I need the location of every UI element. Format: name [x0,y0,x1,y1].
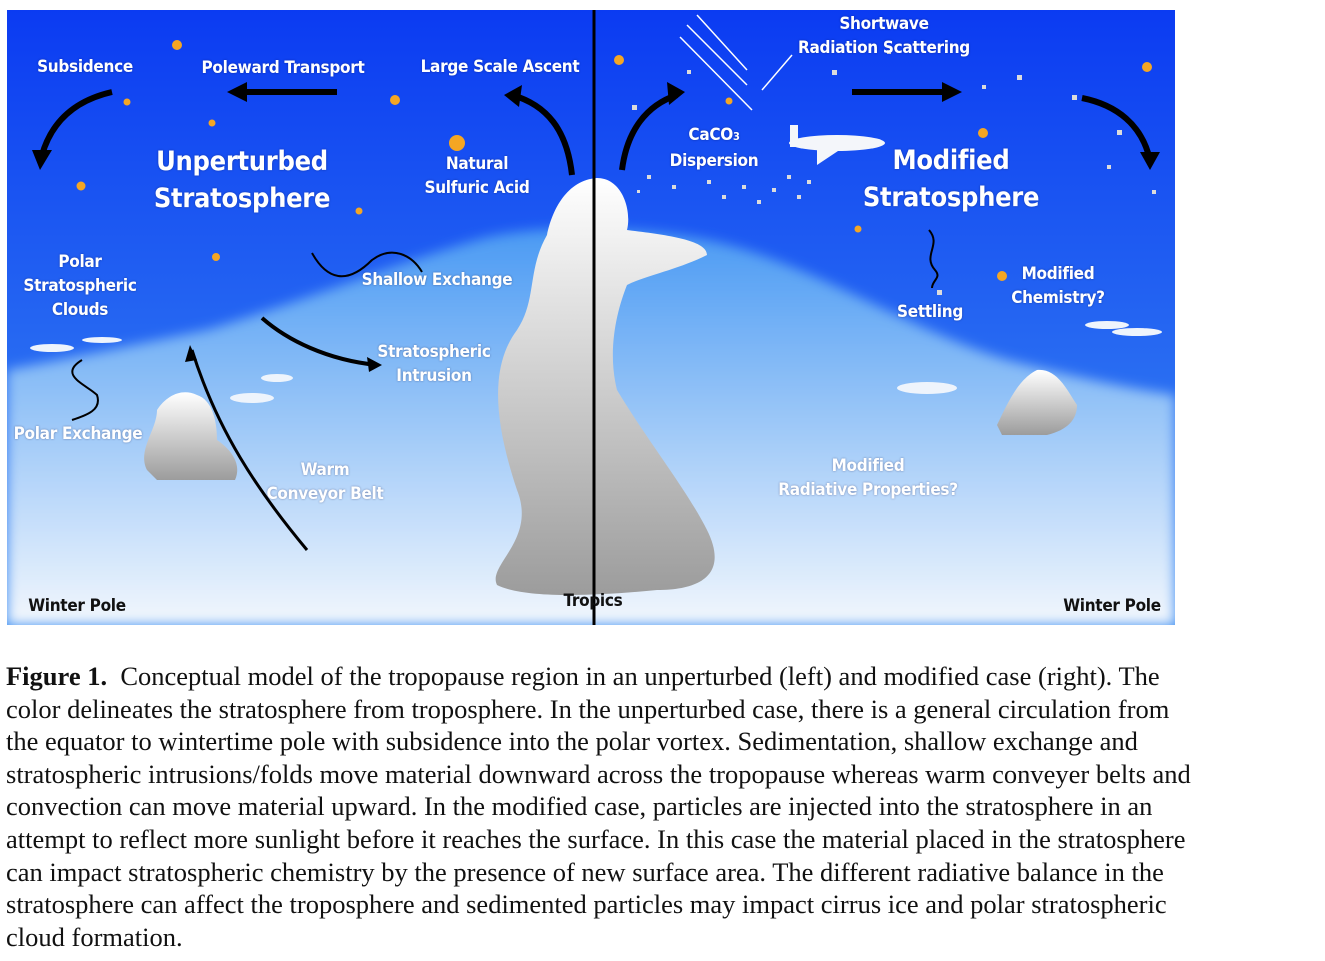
caption-line: cloud formation. [6,921,183,952]
line: Stratospheric [377,342,491,362]
caption-label: Figure 1. [6,661,108,691]
label-polar-exchange: Polar Exchange [13,424,143,444]
line: Clouds [51,300,109,320]
clouds [30,321,1162,480]
label-large-scale-ascent: Large Scale Ascent [420,57,580,77]
line: CaCO3 [670,123,759,149]
caption-text: Conceptual model of the tropopause regio… [120,661,1160,691]
airplane [789,125,885,165]
figure-caption: Figure 1. Conceptual model of the tropop… [6,660,1321,953]
caption-line: the equator to wintertime pole with subs… [6,726,1138,757]
label-subsidence: Subsidence [37,57,133,77]
line: Dispersion [669,151,759,171]
label-settling: Settling [897,302,963,322]
arrowheads [32,82,1160,372]
line: Radiation Scattering [798,38,970,58]
line: Radiative Properties? [778,480,958,500]
line: Stratosphere [862,182,1040,213]
caption-line: color delineates the stratosphere from t… [6,693,1170,724]
sulfate-particles [76,40,1152,281]
label-winter-pole-right: Winter Pole [1063,596,1161,616]
caption-line: can impact stratospheric chemistry by th… [6,856,1164,887]
caption-line: attempt to reflect more sunlight before … [6,823,1186,854]
convective-tower [495,178,715,595]
caco3-particles [632,50,1156,295]
label-shallow-exchange: Shallow Exchange [361,270,513,290]
line: Natural [445,154,509,174]
caco3-text: CaCO [688,125,733,145]
radiation-rays [679,14,793,111]
label-poleward-transport: Poleward Transport [201,58,365,78]
line: Stratospheric [23,276,137,296]
line: Modified [831,456,905,476]
line: Unperturbed [156,146,328,177]
line: Modified [1021,264,1095,284]
line: Sulfuric Acid [424,178,530,198]
conceptual-diagram [7,10,1175,625]
line: Modified [892,145,1010,176]
line: Stratosphere [153,183,331,214]
label-tropics: Tropics [563,591,623,611]
line: Shortwave [839,14,929,34]
line: Intrusion [396,366,472,386]
caco3-subscript: 3 [732,130,740,143]
caption-line: Figure 1. Conceptual model of the tropop… [6,660,1321,693]
line: Warm [300,460,350,480]
caption-line: stratospheric intrusions/folds move mate… [6,758,1191,789]
line: Conveyor Belt [266,484,384,504]
label-winter-pole-left: Winter Pole [28,596,126,616]
caption-line: stratosphere can affect the troposphere … [6,889,1167,920]
squiggle-arrows [71,229,939,421]
caption-line: convection can move material upward. In … [6,791,1153,822]
arrows [39,89,1153,551]
line: Chemistry? [1011,288,1105,308]
line: Polar [58,252,102,272]
